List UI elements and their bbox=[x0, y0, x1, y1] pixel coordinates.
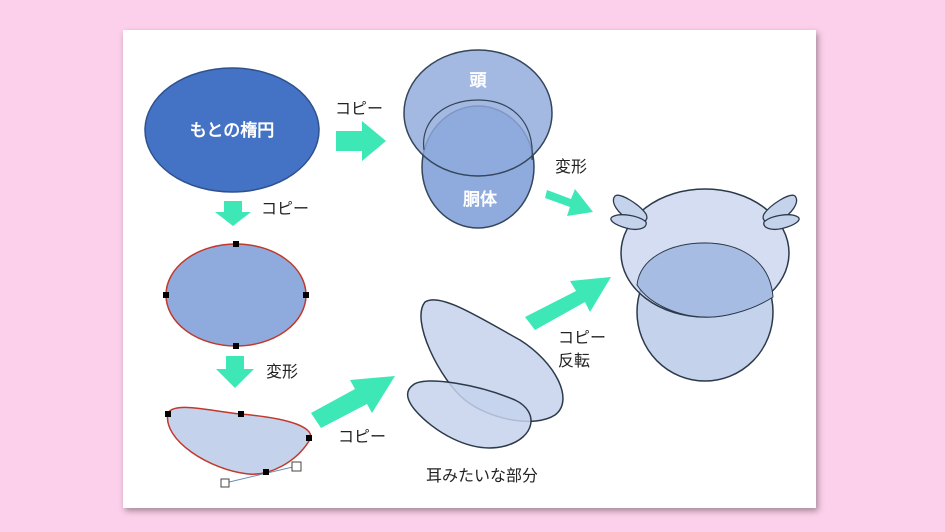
transform-label-2: 変形 bbox=[555, 157, 587, 176]
final-left-ear-lower[interactable] bbox=[610, 214, 647, 230]
copy-label-4: コピー bbox=[558, 328, 606, 347]
handle-top[interactable] bbox=[233, 241, 239, 247]
down-arrow-1 bbox=[215, 201, 251, 226]
head-body-overlap-outline bbox=[423, 99, 533, 161]
final-overlap bbox=[636, 242, 774, 318]
head-label: 頭 bbox=[470, 71, 488, 91]
handle-point-3[interactable] bbox=[306, 435, 312, 441]
handle-bottom[interactable] bbox=[233, 343, 239, 349]
original-ellipse[interactable] bbox=[144, 67, 320, 193]
deformed-shape[interactable] bbox=[166, 406, 312, 475]
flip-label: 反転 bbox=[558, 351, 590, 370]
copy-label-3: コピー bbox=[338, 427, 386, 446]
bezier-handle-line bbox=[224, 465, 298, 484]
right-arrow-3 bbox=[311, 376, 395, 428]
handle-point-1[interactable] bbox=[165, 411, 171, 417]
ellipse-copy[interactable] bbox=[165, 243, 307, 347]
body-label: 胴体 bbox=[463, 189, 498, 210]
right-arrow-2 bbox=[545, 189, 593, 216]
right-arrow-1 bbox=[336, 121, 386, 161]
handle-left[interactable] bbox=[163, 292, 169, 298]
handle-point-2[interactable] bbox=[238, 411, 244, 417]
ear-shape-lower[interactable] bbox=[406, 380, 532, 449]
right-arrow-4 bbox=[525, 277, 611, 330]
handle-right[interactable] bbox=[303, 292, 309, 298]
head-ellipse[interactable] bbox=[403, 49, 553, 177]
original-ellipse-label: もとの楕円 bbox=[190, 120, 275, 141]
copy-label-1: コピー bbox=[261, 199, 309, 218]
copy-label-2: コピー bbox=[335, 99, 383, 118]
handle-point-4[interactable] bbox=[263, 469, 269, 475]
bezier-control-2[interactable] bbox=[291, 461, 302, 472]
transform-label-1: 変形 bbox=[266, 362, 298, 381]
bezier-control-1[interactable] bbox=[220, 478, 230, 488]
final-right-ear-lower[interactable] bbox=[763, 214, 800, 230]
ear-part-label: 耳みたいな部分 bbox=[426, 466, 538, 485]
down-arrow-2 bbox=[216, 356, 254, 388]
